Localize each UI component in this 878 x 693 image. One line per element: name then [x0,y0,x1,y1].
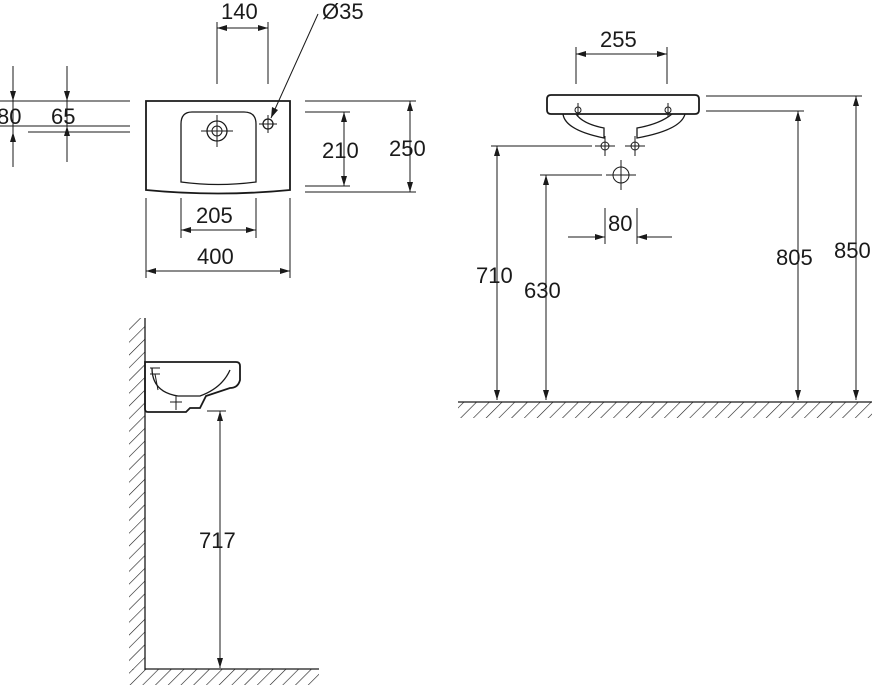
dimension-805: 805 [706,110,813,400]
dim-label-717: 717 [199,528,236,553]
dimension-850: 850 [706,95,871,400]
dim-label-805: 805 [776,245,813,270]
basin-front-bowl-right [636,113,686,139]
dim-label-710: 710 [476,263,513,288]
top-view: 140 Ø35 80 65 [0,0,426,278]
dim-label-80-front: 80 [608,211,632,236]
dim-label-80-left: 80 [0,104,21,129]
dim-label-205: 205 [196,203,233,228]
tap-hole-icon [259,115,277,133]
basin-side-bowl [151,367,231,397]
water-supply-right-icon [625,136,645,156]
dim-label-250: 250 [389,136,426,161]
dimension-210-250: 210 250 [305,100,426,193]
mounting-screw-left-icon [574,103,582,117]
drain-outlet-icon [606,160,636,190]
dimension-255: 255 [575,27,668,84]
basin-bowl [180,111,257,186]
dim-label-630: 630 [524,278,561,303]
side-view: 717 [129,318,319,685]
basin-front-outline [546,94,700,115]
dimension-diameter: Ø35 [270,0,364,119]
dimension-400: 400 [145,198,291,278]
dim-label-255: 255 [600,27,637,52]
basin-side-outline [144,361,241,413]
water-supply-left-icon [595,136,615,156]
dim-label-850: 850 [834,238,871,263]
dim-label-diameter: Ø35 [322,0,364,24]
floor-front [458,401,872,418]
dimension-717: 717 [199,410,236,668]
dimension-80-front: 80 [568,208,672,244]
wall-side [129,318,146,670]
basin-top-outline [145,100,291,195]
dimension-80-65: 80 65 [0,66,130,167]
floor-side [129,668,319,685]
drain-icon [201,115,233,147]
side-tap-mark-icon [150,367,182,410]
dimension-630: 630 [524,174,602,400]
dimension-710: 710 [476,145,592,400]
basin-front-bowl-left [562,113,605,139]
dimension-140: 140 [216,0,269,84]
dim-label-140: 140 [221,0,258,24]
dim-label-65: 65 [51,104,75,129]
dim-label-210: 210 [322,138,359,163]
dimension-205: 205 [180,198,257,238]
mounting-screw-right-icon [664,103,672,117]
dim-label-400: 400 [197,244,234,269]
front-view: 255 80 710 630 [458,27,872,418]
